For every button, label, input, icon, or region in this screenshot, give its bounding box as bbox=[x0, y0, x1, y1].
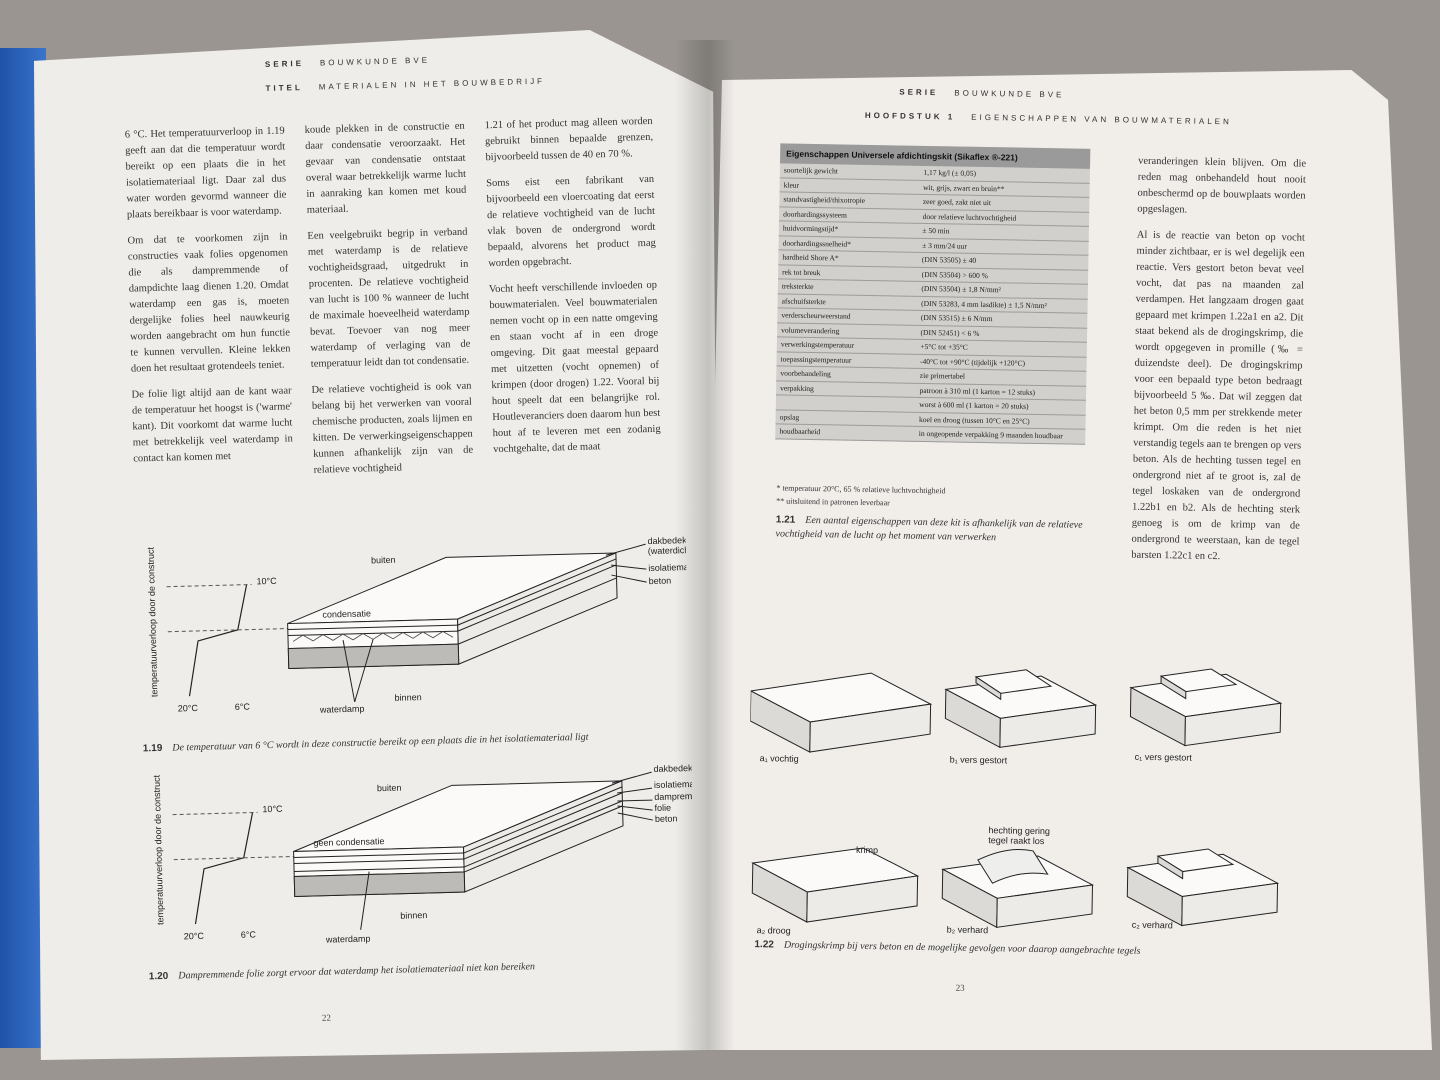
paragraph: Om dat te voorkomen zijn in constructies… bbox=[127, 231, 291, 375]
caption-text: De temperatuur van 6 °C wordt in deze co… bbox=[172, 731, 589, 754]
property-value: in ongeopende verpakking 9 maanden houdb… bbox=[914, 426, 1086, 444]
label-waterdicht: (waterdichte laag) bbox=[648, 544, 691, 556]
left-page: SERIE BOUWKUNDE BVE TITEL MATERIALEN IN … bbox=[34, 30, 720, 1060]
label-beton: beton bbox=[655, 813, 678, 824]
label-beton: beton bbox=[649, 576, 672, 587]
label-hechting: hechting gering bbox=[988, 825, 1050, 836]
figure-1-19-drawing: temperatuurverloop door de constructie 2… bbox=[145, 535, 691, 715]
caption-text: Een aantal eigenschappen van deze kit is… bbox=[775, 514, 1083, 544]
label-10c: 10°C bbox=[256, 576, 277, 587]
left-running-header: SERIE BOUWKUNDE BVE TITEL MATERIALEN IN … bbox=[265, 47, 546, 96]
label-buiten: buiten bbox=[377, 783, 402, 794]
label-20c: 20°C bbox=[184, 931, 205, 942]
right-running-header: SERIE BOUWKUNDE BVE HOOFDSTUK 1 EIGENSCH… bbox=[865, 81, 1233, 129]
label-c1: c₁ vers gestort bbox=[1135, 752, 1193, 763]
label-isolatie: isolatiemateriaal bbox=[648, 561, 690, 573]
label-waterdamp: waterdamp bbox=[319, 704, 365, 715]
figure-1-22: a₁ vochtig b₁ vers gestort bbox=[746, 651, 1311, 961]
figure-1-20: temperatuurverloop door de constructie 2… bbox=[132, 761, 696, 966]
left-text-column-1: 6 °C. Het temperatuurverloop in 1.19 gee… bbox=[125, 123, 294, 477]
paragraph: Al is de reactie van beton op vocht mind… bbox=[1131, 229, 1305, 563]
header-serie-label: SERIE bbox=[264, 58, 305, 69]
paragraph: Een veelgebruikt begrip in verband met w… bbox=[307, 226, 471, 370]
label-b2: b₂ verhard bbox=[947, 924, 989, 935]
label-dampremmend: dampremmende laag bbox=[654, 790, 696, 802]
left-text-column-2: koude plekken in de constructie en daar … bbox=[305, 119, 475, 489]
figure-1-19: temperatuurverloop door de constructie 2… bbox=[126, 533, 691, 738]
label-c2: c₂ verhard bbox=[1132, 920, 1173, 931]
label-binnen: binnen bbox=[394, 692, 421, 703]
header-chapter-value: EIGENSCHAPPEN VAN BOUWMATERIALEN bbox=[971, 112, 1232, 127]
header-serie-label: SERIE bbox=[899, 87, 939, 98]
header-serie-value: BOUWKUNDE BVE bbox=[954, 88, 1065, 100]
header-title-value: MATERIALEN IN HET BOUWBEDRIJF bbox=[318, 76, 546, 92]
label-isolatie: isolatiemateriaal bbox=[654, 778, 696, 790]
caption-text: Dampremmende folie zorgt ervoor dat wate… bbox=[178, 961, 536, 982]
property-name: houdbaarheid bbox=[775, 423, 915, 441]
caption-number: 1.21 bbox=[775, 514, 796, 526]
label-10c: 10°C bbox=[262, 804, 283, 815]
label-waterdamp: waterdamp bbox=[325, 934, 371, 945]
book-gutter-shadow bbox=[675, 40, 735, 1050]
paragraph: veranderingen klein blijven. Om die rede… bbox=[1137, 155, 1307, 216]
label-dakbedekking: dakbedekking bbox=[647, 535, 690, 546]
caption-number: 1.22 bbox=[754, 939, 774, 951]
table-notes: * temperatuur 20°C, 65 % relatieve lucht… bbox=[776, 481, 1096, 513]
left-text-column-3: 1.21 of het product mag alleen worden ge… bbox=[484, 114, 661, 468]
paragraph: 6 °C. Het temperatuurverloop in 1.19 gee… bbox=[124, 125, 287, 221]
label-axis: temperatuurverloop door de constructie bbox=[151, 768, 165, 925]
paragraph: De folie ligt altijd aan de kant waar de… bbox=[131, 385, 293, 465]
label-tegel: tegel raakt los bbox=[988, 835, 1045, 846]
caption-number: 1.19 bbox=[142, 742, 163, 755]
label-binnen: binnen bbox=[400, 910, 427, 921]
label-6c: 6°C bbox=[241, 929, 257, 939]
label-condensatie: condensatie bbox=[322, 608, 371, 619]
caption-number: 1.20 bbox=[148, 970, 169, 983]
label-6c: 6°C bbox=[235, 702, 251, 712]
label-a2: a₂ droog bbox=[757, 925, 791, 936]
label-geen-condensatie: geen condensatie bbox=[313, 836, 384, 848]
right-page: SERIE BOUWKUNDE BVE HOOFDSTUK 1 EIGENSCH… bbox=[700, 70, 1432, 1050]
properties-table: Eigenschappen Universele afdichtingskit … bbox=[775, 143, 1091, 445]
label-axis: temperatuurverloop door de constructie bbox=[145, 540, 159, 697]
figure-1-22-drawing: a₁ vochtig b₁ vers gestort bbox=[749, 668, 1283, 936]
paragraph: 1.21 of het product mag alleen worden ge… bbox=[484, 115, 654, 164]
label-folie: folie bbox=[654, 803, 671, 813]
header-chapter-label: HOOFDSTUK 1 bbox=[864, 110, 956, 122]
page-number-left: 22 bbox=[321, 1012, 332, 1023]
label-dakbedekking: dakbedekking bbox=[653, 763, 696, 774]
right-text-column: veranderingen klein blijven. Om die rede… bbox=[1131, 154, 1306, 577]
label-buiten: buiten bbox=[371, 555, 396, 566]
figure-1-20-drawing: temperatuurverloop door de constructie 2… bbox=[151, 763, 696, 945]
paragraph: Vocht heeft verschillende invloeden op b… bbox=[488, 279, 661, 456]
page-number-right: 23 bbox=[955, 982, 965, 993]
header-title-label: TITEL bbox=[265, 82, 303, 93]
header-serie-value: BOUWKUNDE BVE bbox=[319, 55, 431, 68]
label-20c: 20°C bbox=[178, 703, 199, 714]
label-a1: a₁ vochtig bbox=[760, 753, 799, 764]
label-b1: b₁ vers gestort bbox=[950, 754, 1008, 765]
paragraph: Soms eist een fabrikant van bijvoorbeeld… bbox=[486, 173, 656, 270]
paragraph: koude plekken in de constructie en daar … bbox=[304, 120, 467, 216]
label-krimp: krimp bbox=[856, 845, 878, 855]
paragraph: De relatieve vochtigheid is ook van bela… bbox=[311, 380, 474, 476]
